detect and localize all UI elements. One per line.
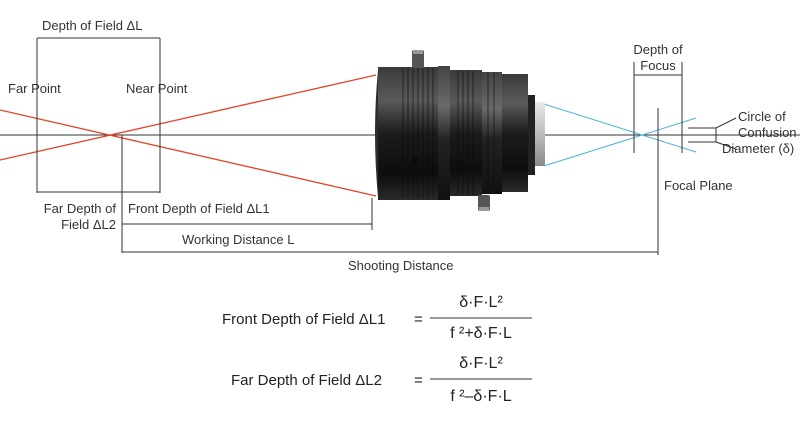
depth-of-focus-label-line2: Focus [640, 58, 676, 73]
far-point-label: Far Point [8, 81, 61, 96]
formula-far-label: Far Depth of Field ΔL2 [231, 372, 382, 389]
circle-of-confusion-line2: Confusion [738, 125, 797, 140]
working-distance-label: Working Distance L [182, 232, 294, 247]
circle-of-confusion-line3: Diameter (δ) [722, 141, 794, 156]
formula-far: Far Depth of Field ΔL2 = δ·F·L² f ²–δ·F·… [231, 355, 532, 405]
object-rays [0, 74, 377, 197]
circle-of-confusion-marker [688, 117, 737, 150]
ray-lower [0, 109, 377, 197]
depth-of-focus-bracket [633, 62, 683, 153]
formula-far-equals: = [414, 372, 423, 389]
lens-illustration [375, 50, 545, 211]
far-dof-label-line2: Field ΔL2 [61, 217, 116, 232]
formula-front-equals: = [414, 311, 423, 328]
depth-of-field-bracket [36, 37, 161, 193]
image-ray-lower [543, 117, 697, 167]
near-point-label: Near Point [126, 81, 188, 96]
working-distance-bracket [122, 198, 373, 230]
ray-upper [0, 74, 377, 161]
depth-of-field-label: Depth of Field ΔL [42, 18, 142, 33]
formula-far-numerator: δ·F·L² [459, 355, 503, 372]
far-dof-label-line1: Far Depth of [44, 201, 117, 216]
focal-plane-label: Focal Plane [664, 178, 733, 193]
circle-of-confusion-line1: Circle of [738, 109, 786, 124]
front-dof-label: Front Depth of Field ΔL1 [128, 201, 270, 216]
formula-far-denominator: f ²–δ·F·L [450, 388, 511, 405]
formula-front-numerator: δ·F·L² [459, 294, 503, 311]
depth-of-focus-label-line1: Depth of [633, 42, 683, 57]
image-ray-upper [543, 103, 697, 153]
formula-front-label: Front Depth of Field ΔL1 [222, 311, 385, 328]
image-rays [543, 103, 697, 167]
formula-front: Front Depth of Field ΔL1 = δ·F·L² f ²+δ·… [222, 294, 532, 342]
formula-front-denominator: f ²+δ·F·L [450, 325, 512, 342]
shooting-distance-label: Shooting Distance [348, 258, 454, 273]
